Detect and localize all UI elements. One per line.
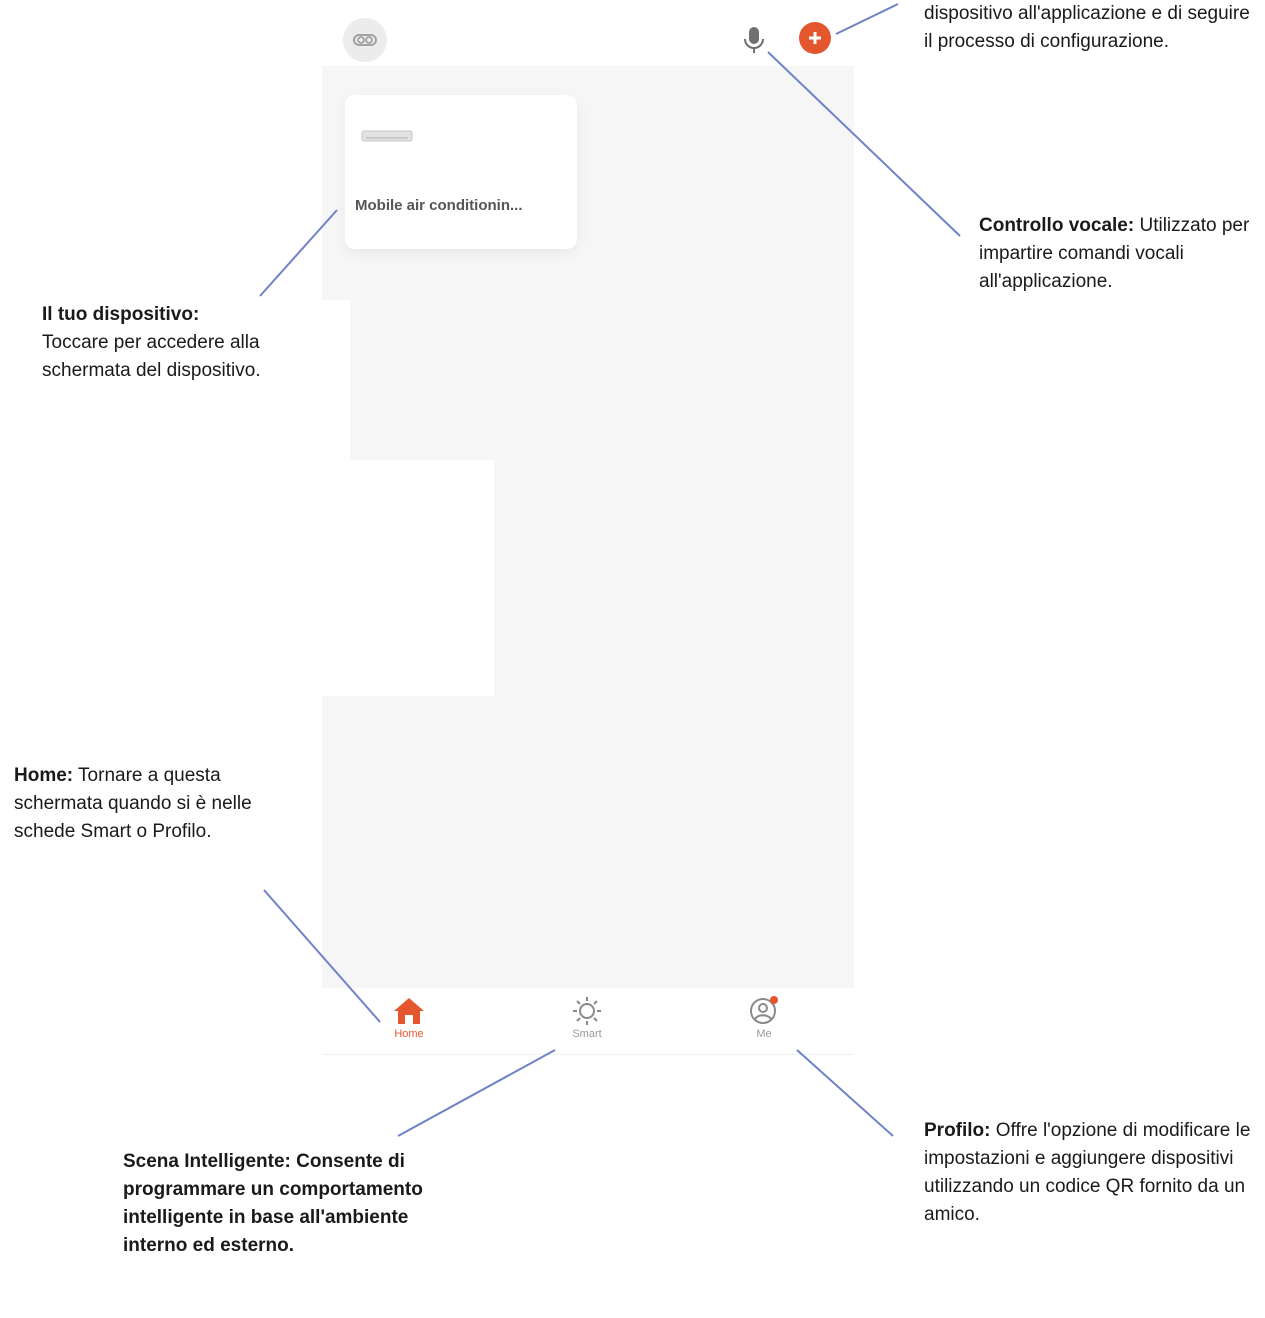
leader-line-add [835, 3, 899, 35]
home-switch-icon [353, 34, 377, 46]
callout-profile: Profilo: Offre l'opzione di modificare l… [924, 1117, 1259, 1229]
device-card[interactable]: Mobile air conditionin... [345, 95, 577, 249]
callout-title: Scena Intelligente: [123, 1151, 291, 1172]
sun-icon [573, 997, 601, 1025]
callout-text: Toccare per accedere alla schermata del … [42, 332, 261, 381]
home-icon [394, 998, 424, 1024]
tab-home[interactable]: Home [369, 996, 449, 1052]
air-conditioner-icon [361, 130, 413, 142]
voice-control-button[interactable] [740, 24, 768, 56]
tab-label: Me [756, 1028, 772, 1040]
leader-line-voice [767, 51, 961, 237]
leader-line-device [259, 209, 338, 297]
home-switch-button[interactable] [343, 18, 387, 62]
callout-title: Il tuo dispositivo: [42, 304, 200, 325]
leader-line-profile [796, 1049, 894, 1137]
callout-your-device: Il tuo dispositivo: Toccare per accedere… [42, 301, 282, 385]
callout-text: Consente di programmare un comportamento… [123, 1151, 423, 1256]
callout-text: dispositivo all'applicazione e di seguir… [924, 3, 1250, 52]
profile-icon [750, 996, 778, 1024]
callout-home: Home: Tornare a questa schermata quando … [14, 762, 314, 846]
tab-label: Home [394, 1028, 424, 1040]
leader-line-home [263, 889, 381, 1023]
tab-smart[interactable]: Smart [547, 996, 627, 1052]
overlay-block [322, 300, 350, 460]
callout-text: Tornare a questa schermata quando si è n… [14, 765, 252, 842]
add-device-button[interactable] [799, 22, 831, 54]
overlay-block [322, 460, 494, 696]
callout-smart-scene: Scena Intelligente: Consente di programm… [123, 1148, 423, 1260]
leader-line-scene [397, 1049, 556, 1137]
tab-me[interactable]: Me [724, 996, 804, 1052]
tab-label: Smart [572, 1028, 602, 1040]
notification-dot [770, 996, 778, 1004]
callout-title: Home: [14, 765, 74, 786]
device-name: Mobile air conditionin... [355, 197, 523, 214]
add-icon [809, 32, 821, 44]
callout-title: Profilo: [924, 1120, 991, 1141]
callout-text: Offre l'opzione di modificare le imposta… [924, 1120, 1251, 1225]
microphone-icon [744, 27, 764, 53]
callout-add-device: dispositivo all'applicazione e di seguir… [924, 0, 1254, 56]
callout-title: Controllo vocale: [979, 215, 1135, 236]
callout-voice-control: Controllo vocale: Utilizzato per imparti… [979, 212, 1265, 296]
callout-text: Utilizzato per impartire comandi vocali … [979, 215, 1250, 292]
tab-bar: Home Smart Me [322, 988, 854, 1055]
